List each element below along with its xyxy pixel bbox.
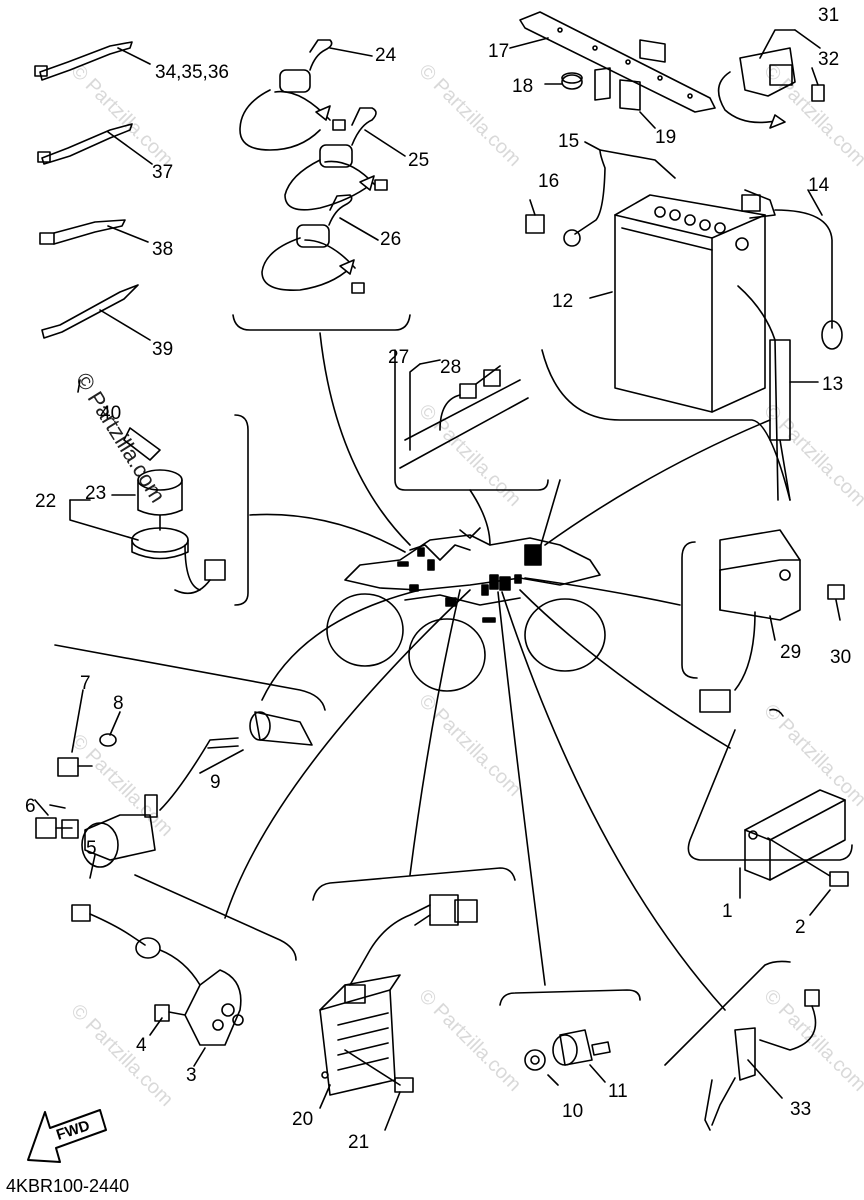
callout-5[interactable]: 5 (86, 838, 97, 859)
thermo-switch (704, 989, 820, 1131)
pickup-coil (71, 904, 244, 1067)
group-brackets (54, 314, 853, 1066)
atv-outline (326, 527, 606, 692)
callout-17[interactable]: 17 (488, 41, 510, 62)
callout-40[interactable]: 40 (100, 403, 122, 424)
callout-7[interactable]: 7 (80, 673, 91, 694)
callout-8[interactable]: 8 (113, 693, 124, 714)
main-switch (69, 379, 226, 595)
callout-16[interactable]: 16 (538, 171, 560, 192)
callout-32[interactable]: 32 (818, 49, 840, 70)
callout-11[interactable]: 11 (608, 1081, 628, 1102)
callout-3[interactable]: 3 (186, 1065, 197, 1086)
callout-4[interactable]: 4 (136, 1035, 147, 1056)
callout-6[interactable]: 6 (25, 796, 36, 817)
callout-34-35-36[interactable]: 34,35,36 (155, 62, 229, 83)
ignition-coil (34, 689, 313, 879)
callout-28[interactable]: 28 (440, 357, 462, 378)
callout-27[interactable]: 27 (388, 347, 410, 368)
callout-37[interactable]: 37 (152, 162, 174, 183)
callout-10[interactable]: 10 (562, 1101, 584, 1122)
callout-18[interactable]: 18 (512, 76, 534, 97)
diagram-code: 4KBR100-2440 (6, 1176, 130, 1196)
callout-24[interactable]: 24 (375, 45, 397, 66)
callout-13[interactable]: 13 (822, 374, 844, 395)
callout-12[interactable]: 12 (552, 291, 574, 312)
callout-1[interactable]: 1 (722, 901, 733, 922)
callout-33[interactable]: 33 (790, 1099, 812, 1120)
callout-23[interactable]: 23 (85, 483, 107, 504)
callout-30[interactable]: 30 (830, 647, 852, 668)
starter-relay (699, 529, 845, 713)
cable-ties (34, 41, 153, 341)
callout-22[interactable]: 22 (35, 491, 57, 512)
callout-20[interactable]: 20 (292, 1109, 314, 1130)
callout-21[interactable]: 21 (348, 1132, 370, 1153)
callout-14[interactable]: 14 (808, 175, 830, 196)
battery (525, 141, 843, 501)
wire-harness (399, 359, 529, 469)
callout-25[interactable]: 25 (408, 150, 430, 171)
spark-plug-caps (239, 39, 406, 294)
callout-9[interactable]: 9 (210, 772, 221, 793)
callout-39[interactable]: 39 (152, 339, 174, 360)
callout-29[interactable]: 29 (780, 642, 802, 663)
rectifier-regulator (319, 894, 478, 1131)
battery-bracket (509, 11, 825, 129)
callout-2[interactable]: 2 (795, 917, 806, 938)
cdi-unit (739, 789, 849, 916)
callout-31[interactable]: 31 (818, 5, 840, 26)
fwd-arrow (27, 1109, 107, 1163)
callout-15[interactable]: 15 (558, 131, 580, 152)
neutral-switch (524, 1029, 611, 1086)
callout-26[interactable]: 26 (380, 229, 402, 250)
callout-38[interactable]: 38 (152, 239, 174, 260)
callout-19[interactable]: 19 (655, 127, 677, 148)
